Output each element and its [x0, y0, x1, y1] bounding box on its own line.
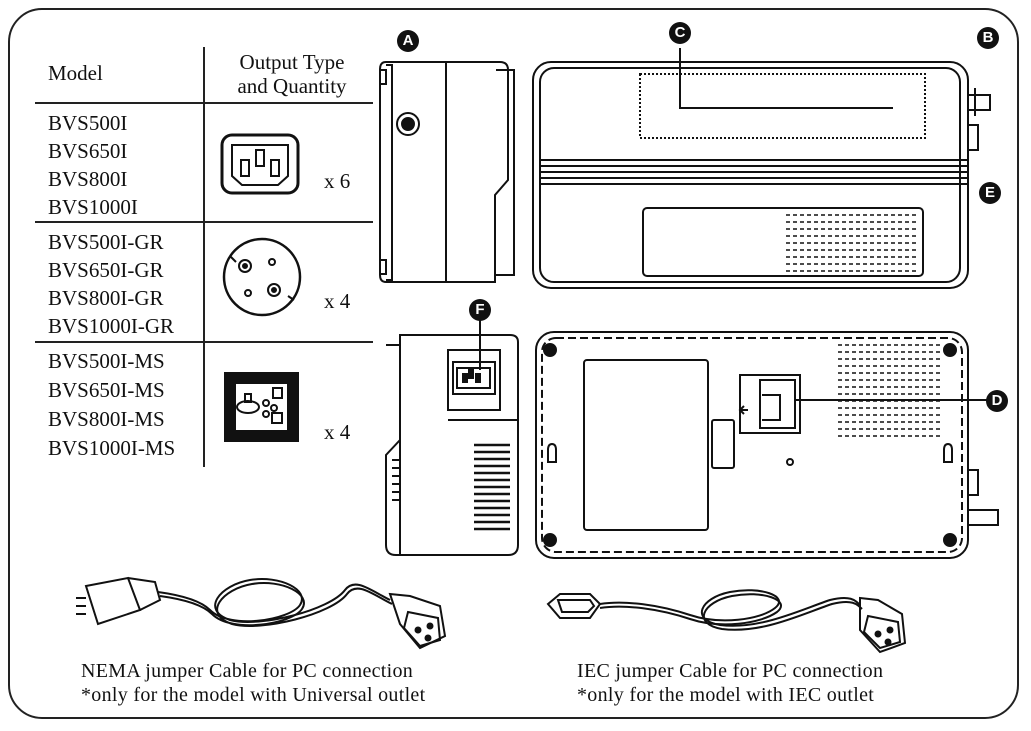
table-row-divider — [35, 102, 373, 104]
model-name: BVS1000I-MS — [48, 436, 176, 460]
iec-caption-line1: IEC jumper Cable for PC connection — [577, 660, 884, 682]
model-name: BVS800I-GR — [48, 286, 164, 310]
ups-side-view-rear — [385, 310, 519, 556]
model-name: BVS650I-MS — [48, 378, 165, 402]
ups-side-view-front — [379, 61, 515, 283]
model-name: BVS800I — [48, 167, 128, 191]
model-name: BVS500I — [48, 111, 128, 135]
model-name: BVS500I-GR — [48, 230, 164, 254]
callout-f-badge: F — [469, 299, 491, 321]
ups-top-view — [532, 48, 991, 289]
outlet-quantity: x 4 — [324, 420, 351, 444]
universal-outlet-icon — [224, 372, 299, 442]
nema-caption-line2: *only for the model with Universal outle… — [81, 684, 426, 706]
header-model: Model — [48, 61, 103, 85]
header-output-line2: and Quantity — [237, 74, 347, 98]
callout-b-badge: B — [977, 27, 999, 49]
nema-jumper-cable-drawing — [76, 576, 447, 650]
callout-a-badge: A — [397, 30, 419, 52]
callout-d-badge: D — [986, 390, 1008, 412]
ups-bottom-view — [535, 331, 999, 559]
callout-e-badge: E — [979, 182, 1001, 204]
model-name: BVS500I-MS — [48, 349, 165, 373]
outlet-quantity: x 4 — [324, 289, 351, 313]
nema-caption-line1: NEMA jumper Cable for PC connection — [81, 660, 414, 682]
schuko-outlet-icon — [222, 237, 302, 317]
iec-caption-line2: *only for the model with IEC outlet — [577, 684, 875, 706]
table-vertical-divider — [203, 47, 205, 467]
model-name: BVS650I-GR — [48, 258, 164, 282]
callout-c-badge: C — [669, 22, 691, 44]
model-name: BVS650I — [48, 139, 128, 163]
iec-jumper-cable-drawing — [546, 589, 907, 654]
table-row-divider — [35, 341, 373, 343]
model-name: BVS800I-MS — [48, 407, 165, 431]
model-name: BVS1000I-GR — [48, 314, 175, 338]
model-name: BVS1000I — [48, 195, 138, 219]
iec-c13-outlet-icon — [220, 133, 300, 195]
outlet-quantity: x 6 — [324, 169, 351, 193]
table-row-divider — [35, 221, 373, 223]
header-output-line1: Output Type — [239, 50, 345, 74]
diagram-frame — [8, 8, 1019, 719]
